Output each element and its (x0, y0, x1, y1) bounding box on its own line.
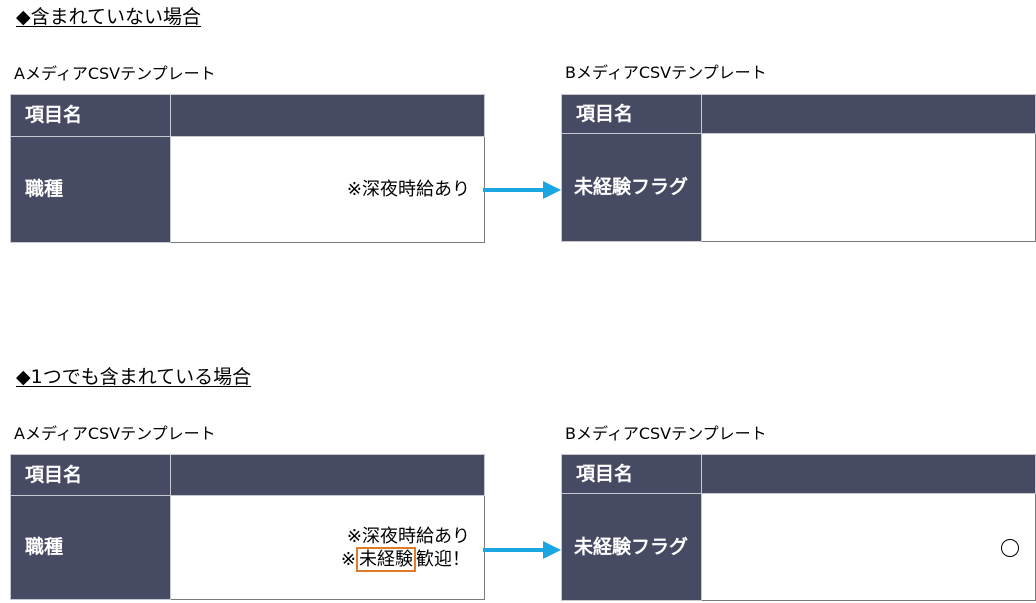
row-label-inexperienced-flag: 未経験フラグ (561, 493, 702, 601)
header-fill (701, 454, 1036, 494)
row-label-job-type: 職種 (10, 136, 171, 243)
template-a-caption: AメディアCSVテンプレート (14, 424, 216, 443)
value-line-2: ※未経験歓迎！ (340, 546, 470, 572)
header-item-name: 項目名 (561, 94, 702, 134)
header-item-name: 項目名 (10, 454, 171, 496)
template-b-caption: BメディアCSVテンプレート (565, 424, 767, 443)
template-a-caption: AメディアCSVテンプレート (14, 64, 216, 83)
keyword-highlight: 未経験 (356, 546, 416, 572)
header-item-name: 項目名 (10, 94, 171, 137)
template-a-table: 項目名 職種 ※深夜時給あり ※未経験歓迎！ (10, 454, 485, 600)
template-b-caption: BメディアCSVテンプレート (565, 63, 767, 82)
header-item-name: 項目名 (561, 454, 702, 494)
circle-mark-icon (1001, 538, 1019, 557)
row-value-job-type: ※深夜時給あり ※未経験歓迎！ (170, 495, 485, 600)
header-fill (170, 454, 485, 496)
row-label-inexperienced-flag: 未経験フラグ (561, 133, 702, 242)
template-b-table: 項目名 未経験フラグ (561, 94, 1036, 242)
row-value-inexperienced-flag (701, 493, 1036, 601)
row-label-job-type: 職種 (10, 495, 171, 600)
arrow-right-icon (483, 181, 561, 199)
header-fill (170, 94, 485, 137)
section-heading-included: ◆1つでも含まれている場合 (16, 366, 252, 388)
row-value-job-type: ※深夜時給あり (170, 136, 485, 243)
section-heading-not-included: ◆含まれていない場合 (16, 6, 202, 28)
arrow-right-icon (483, 541, 561, 559)
header-fill (701, 94, 1036, 134)
value-line-1: ※深夜時給あり (346, 525, 470, 547)
template-b-table: 項目名 未経験フラグ (561, 454, 1036, 601)
template-a-table: 項目名 職種 ※深夜時給あり (10, 94, 485, 243)
row-value-inexperienced-flag (701, 133, 1036, 242)
